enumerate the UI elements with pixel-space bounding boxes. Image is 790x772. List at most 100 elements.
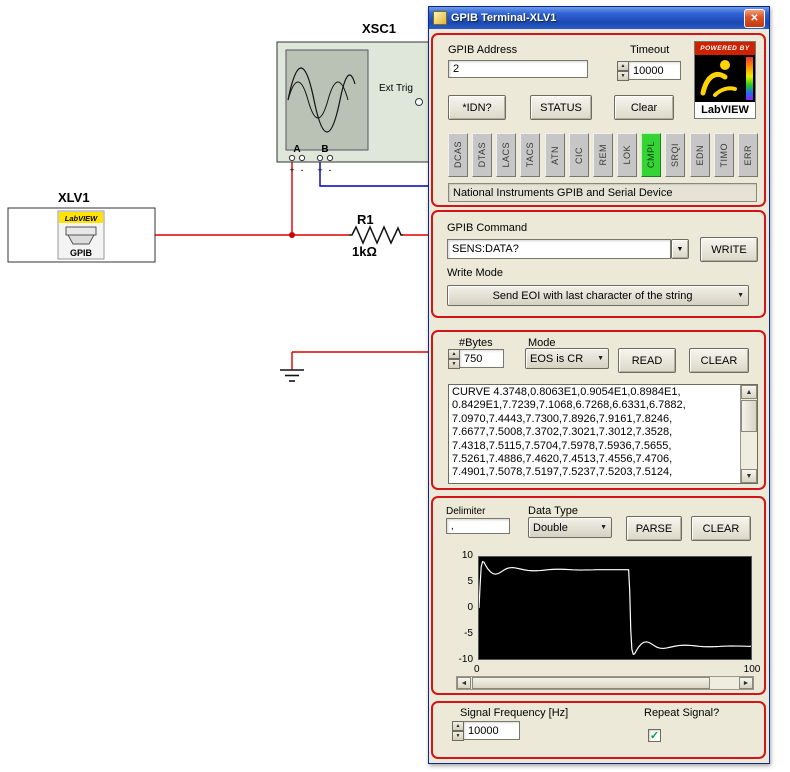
timeout-decrement-icon[interactable]: ▼	[617, 71, 629, 81]
indicator-rem: REM	[592, 133, 613, 177]
timeout-spinner[interactable]: ▲ ▼ 10000	[617, 61, 681, 81]
b-minus-sign: -	[329, 165, 332, 175]
waveform-graph	[478, 556, 752, 660]
channel-b-label: B	[321, 144, 328, 155]
write-mode-value: Send EOI with last character of the stri…	[492, 289, 693, 302]
close-button[interactable]: ✕	[744, 8, 765, 28]
terminal-a-plus[interactable]	[288, 154, 296, 162]
read-data-scrollbar[interactable]: ▲ ▼	[740, 385, 757, 483]
device-label: XLV1	[58, 190, 90, 205]
graph-scrollbar[interactable]: ◄ ►	[456, 676, 754, 690]
terminal-a-minus[interactable]	[298, 154, 306, 162]
y-tick-neg10: -10	[458, 654, 473, 665]
check-icon: ✓	[649, 730, 660, 742]
scrollbar-track[interactable]	[741, 399, 757, 469]
signal-frequency-label: Signal Frequency [Hz]	[460, 707, 569, 719]
signal-frequency-spinner[interactable]: ▲ ▼ 10000	[452, 721, 520, 741]
gpib-device-xlv1[interactable]: XLV1 LabVIEW GPIB	[7, 190, 156, 263]
chevron-down-icon: ▼	[600, 524, 607, 531]
write-mode-dropdown[interactable]: Send EOI with last character of the stri…	[447, 285, 749, 306]
scroll-right-icon[interactable]: ►	[739, 677, 753, 689]
delimiter-value: ,	[451, 520, 454, 532]
oscilloscope-xsc1[interactable]: XSC1 Ext Trig A B + - + -	[276, 21, 431, 175]
command-history-dropdown[interactable]: ▼	[671, 239, 689, 259]
gpib-terminal-window: GPIB Terminal-XLV1 ✕ GPIB Address 2 Time…	[428, 6, 770, 764]
mode-label: Mode	[528, 337, 556, 349]
chevron-down-icon: ▼	[737, 292, 744, 299]
bytes-label: #Bytes	[459, 337, 493, 349]
title-bar[interactable]: GPIB Terminal-XLV1 ✕	[429, 7, 769, 29]
frequency-decrement-icon[interactable]: ▼	[452, 731, 464, 741]
y-tick-5: 5	[467, 576, 473, 587]
parse-button[interactable]: PARSE	[626, 516, 682, 541]
powered-by-label: POWERED BY	[695, 42, 755, 55]
indicator-lok: LOK	[617, 133, 638, 177]
gpib-address-value: 2	[453, 63, 460, 75]
mode-value: EOS is CR	[530, 352, 584, 365]
read-data-area[interactable]: CURVE 4.3748,0.8063E1,0.9054E1,0.8984E1,…	[448, 384, 758, 484]
y-tick-neg5: -5	[464, 628, 473, 639]
scope-label: XSC1	[362, 21, 396, 36]
indicator-cmpl: CMPL	[641, 133, 662, 177]
clear-status-button[interactable]: Clear	[614, 95, 674, 120]
window-icon	[433, 11, 447, 25]
circuit-diagram: XSC1 Ext Trig A B + - + - XLV1 LabVIEW	[7, 21, 431, 382]
gpib-connector-icon	[65, 226, 97, 236]
read-data-text: CURVE 4.3748,0.8063E1,0.9054E1,0.8984E1,…	[452, 386, 686, 479]
repeat-checkbox[interactable]: ✓	[648, 729, 661, 742]
gpib-address-input[interactable]: 2	[448, 60, 588, 78]
scroll-down-icon[interactable]: ▼	[741, 469, 757, 483]
timeout-label: Timeout	[630, 44, 670, 56]
indicator-lacs: LACS	[496, 133, 517, 177]
bytes-spinner[interactable]: ▲ ▼ 750	[448, 349, 504, 369]
scroll-up-icon[interactable]: ▲	[741, 385, 757, 399]
indicator-dcas: DCAS	[448, 133, 468, 177]
gpib-command-input[interactable]: SENS:DATA?	[447, 239, 671, 259]
data-type-dropdown[interactable]: Double ▼	[528, 517, 612, 538]
resistor-r1[interactable]: R1 1kΩ	[349, 212, 403, 259]
read-button[interactable]: READ	[618, 348, 676, 373]
timeout-value[interactable]: 10000	[629, 61, 681, 80]
terminal-b-minus[interactable]	[326, 154, 334, 162]
chevron-down-icon: ▼	[676, 245, 684, 253]
resistor-label: R1	[357, 212, 374, 227]
frequency-increment-icon[interactable]: ▲	[452, 721, 464, 731]
b-plus-sign: +	[317, 165, 322, 175]
gpib-icon-text: GPIB	[70, 248, 93, 258]
timeout-increment-icon[interactable]: ▲	[617, 61, 629, 71]
y-tick-10: 10	[461, 550, 473, 561]
scope-trace-small	[287, 81, 349, 119]
delimiter-label: Delimiter	[446, 506, 486, 517]
idn-button[interactable]: *IDN?	[448, 95, 506, 120]
bytes-increment-icon[interactable]: ▲	[448, 349, 460, 359]
graph-scrollbar-track[interactable]	[471, 677, 739, 689]
scroll-left-icon[interactable]: ◄	[457, 677, 471, 689]
status-button[interactable]: STATUS	[530, 95, 592, 120]
bytes-value[interactable]: 750	[460, 349, 504, 368]
graph-scrollbar-thumb[interactable]	[472, 677, 710, 689]
data-type-label: Data Type	[528, 505, 578, 517]
wire-scope-b[interactable]	[319, 161, 428, 187]
indicator-cic: CIC	[568, 133, 589, 177]
indicator-dtas: DTAS	[472, 133, 493, 177]
gpib-command-label: GPIB Command	[447, 222, 528, 234]
write-button[interactable]: WRITE	[700, 237, 758, 262]
labview-brand: LabVIEW	[695, 102, 755, 118]
chevron-down-icon: ▼	[597, 355, 604, 362]
labview-glyph	[695, 55, 755, 102]
clear-read-button[interactable]: CLEAR	[689, 348, 749, 373]
labview-logo: POWERED BY LabVIEW	[694, 41, 756, 119]
clear-parse-button[interactable]: CLEAR	[691, 516, 751, 541]
delimiter-input[interactable]: ,	[446, 518, 510, 534]
scrollbar-thumb[interactable]	[741, 400, 757, 432]
close-icon: ✕	[750, 12, 759, 24]
mode-dropdown[interactable]: EOS is CR ▼	[525, 348, 609, 369]
signal-frequency-value[interactable]: 10000	[464, 721, 520, 740]
ext-trig-terminal[interactable]	[415, 98, 423, 106]
indicator-err: ERR	[737, 133, 758, 177]
ground-symbol[interactable]	[280, 369, 304, 382]
bytes-decrement-icon[interactable]: ▼	[448, 359, 460, 369]
terminal-b-plus[interactable]	[316, 154, 324, 162]
